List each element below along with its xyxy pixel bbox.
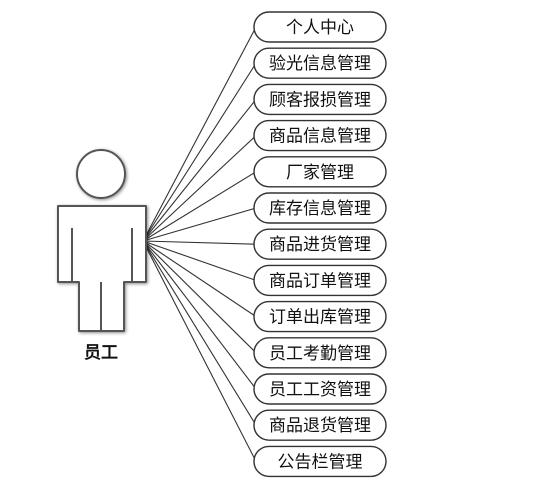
use-case-label: 订单出库管理 [269, 308, 371, 328]
use-case-label: 商品信息管理 [269, 127, 371, 147]
use-case-pill [253, 300, 387, 333]
use-case-pill [253, 83, 387, 116]
use-case-item: 商品信息管理 [253, 119, 387, 152]
connector-line [142, 240, 257, 354]
use-case-label: 库存信息管理 [269, 199, 371, 219]
use-case-label: 员工考勤管理 [269, 344, 371, 364]
connector-line [142, 135, 257, 242]
actor-figure: 员工 [57, 149, 147, 363]
use-case-pill [253, 119, 387, 152]
use-case-label: 验光信息管理 [269, 54, 371, 74]
use-case-pill [253, 445, 387, 478]
use-case-pill [253, 228, 387, 260]
use-case-item: 顾客报损管理 [253, 83, 387, 116]
person-icon [57, 149, 147, 332]
use-case-item: 验光信息管理 [253, 47, 387, 79]
use-case-pill [253, 47, 387, 79]
use-case-item: 订单出库管理 [253, 300, 387, 333]
use-case-pill [253, 156, 387, 188]
use-case-label: 商品退货管理 [269, 416, 371, 436]
use-case-label: 厂家管理 [286, 163, 354, 183]
actor-label: 员工 [84, 343, 118, 363]
use-case-list: 个人中心验光信息管理顾客报损管理商品信息管理厂家管理库存信息管理商品进货管理商品… [253, 11, 387, 478]
use-case-pill [253, 373, 387, 405]
use-case-label: 公告栏管理 [278, 452, 363, 472]
connector-line [142, 62, 257, 242]
use-case-item: 厂家管理 [253, 156, 387, 188]
connector-line [142, 207, 257, 242]
use-case-label: 个人中心 [286, 18, 354, 38]
use-case-pill [253, 264, 387, 297]
use-case-pill [253, 337, 387, 369]
use-case-item: 商品退货管理 [253, 409, 387, 441]
use-case-label: 顾客报损管理 [269, 90, 371, 110]
use-case-pill [253, 409, 387, 441]
connector-lines [142, 26, 257, 462]
connector-line [142, 240, 257, 318]
connector-line [142, 240, 257, 462]
use-case-pill [253, 11, 387, 43]
connector-line [142, 240, 257, 245]
use-case-label: 商品订单管理 [269, 271, 371, 291]
connector-line [142, 240, 257, 281]
connector-line [142, 99, 257, 242]
use-case-item: 员工工资管理 [253, 373, 387, 405]
use-case-pill [253, 192, 387, 224]
connector-line [142, 240, 257, 426]
connector-line [142, 171, 257, 242]
connector-line [142, 26, 257, 242]
use-case-item: 商品进货管理 [253, 228, 387, 260]
use-case-item: 商品订单管理 [253, 264, 387, 297]
use-case-item: 库存信息管理 [253, 192, 387, 224]
use-case-item: 公告栏管理 [253, 445, 387, 478]
use-case-label: 员工工资管理 [269, 380, 371, 400]
connector-line [142, 240, 257, 390]
use-case-label: 商品进货管理 [269, 235, 371, 255]
use-case-item: 个人中心 [253, 11, 387, 43]
use-case-item: 员工考勤管理 [253, 337, 387, 369]
